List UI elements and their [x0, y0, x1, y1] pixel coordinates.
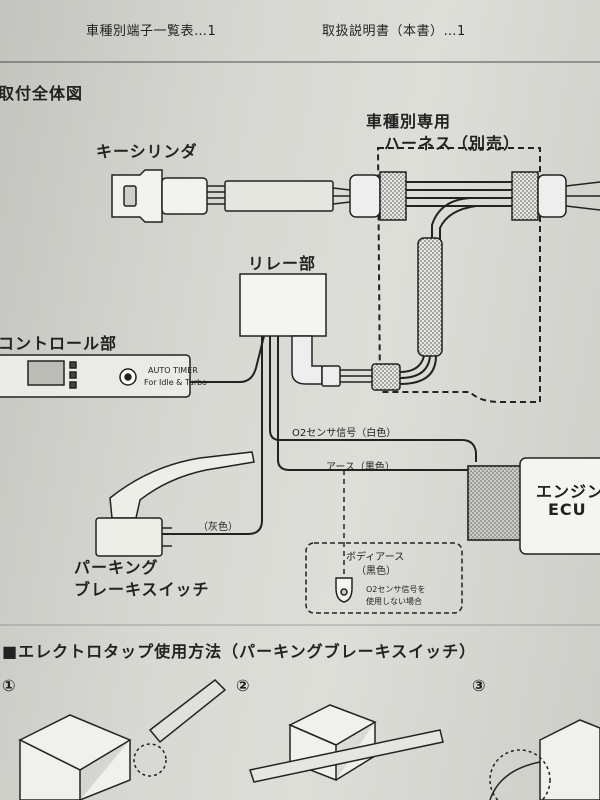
control-panel-subtext: For Idle & Turbo [144, 378, 207, 387]
step-1-marker: ① [2, 676, 17, 695]
label-parking-line2: ブレーキスイッチ [74, 580, 210, 599]
relay-output-wires [160, 336, 477, 535]
tap-illustration-1 [18, 679, 227, 800]
control-wire [190, 335, 265, 383]
parking-brake-switch [95, 451, 255, 557]
note-o2-unused-line1: O2センサ信号を [366, 585, 426, 594]
label-ecu: ECU [548, 500, 587, 519]
section-title-electrotap: ■エレクトロタップ使用方法（パーキングブレーキスイッチ） [2, 642, 477, 661]
control-unit [0, 354, 191, 398]
harness-wires [406, 181, 512, 240]
label-gray-wire: （灰色） [198, 522, 238, 533]
label-body-earth-color: （黒色） [356, 566, 396, 577]
label-parking-line1: パーキング [74, 558, 159, 577]
label-o2-signal: O2センサ信号（白色） [292, 428, 397, 439]
harness-branch-cable [417, 237, 443, 357]
included-item-manual: 取扱説明書（本書）…1 [322, 24, 466, 39]
label-body-earth: ボディアース [346, 552, 405, 563]
step-2-marker: ② [236, 676, 251, 695]
harness-connector-right [511, 171, 600, 221]
harness-lower-connector [371, 363, 401, 391]
harness-dashed-box [376, 147, 541, 403]
section-title-installation: 取付全体図 [0, 84, 84, 103]
step-3-marker: ③ [472, 676, 487, 695]
label-harness-line1: 車種別専用 [366, 112, 452, 131]
engine-ecu [467, 457, 600, 555]
harness-branch-wires [399, 355, 437, 385]
label-relay: リレー部 [248, 254, 317, 273]
label-key-cylinder: キーシリンダ [96, 142, 198, 161]
earth-terminal-icon [335, 577, 353, 603]
harness-connector-left [349, 171, 407, 221]
tap-illustration-3 [489, 719, 600, 800]
key-cylinder-connector [111, 169, 351, 223]
label-engine: エンジン [536, 482, 600, 501]
body-earth-box [305, 542, 463, 614]
relay-to-harness-wire [291, 335, 372, 387]
label-control: コントロール部 [0, 334, 118, 353]
label-earth: アース（黒色） [326, 462, 395, 473]
tap-illustration-2 [249, 704, 444, 783]
note-o2-unused-line2: 使用しない場合 [366, 597, 422, 606]
relay-box [239, 273, 327, 337]
label-harness-line2: ハーネス（別売） [384, 134, 521, 153]
control-panel-text: AUTO TIMER [148, 366, 198, 375]
included-item-terminal-list: 車種別端子一覧表…1 [86, 24, 217, 39]
